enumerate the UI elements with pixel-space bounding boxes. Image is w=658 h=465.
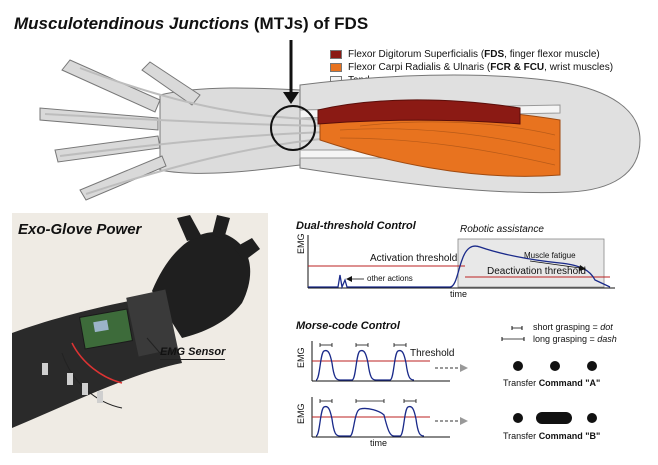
activation-threshold-label: Activation threshold [370, 253, 458, 264]
title-middle: (MTJs) of [249, 14, 335, 33]
morse-output-symbols [513, 361, 597, 424]
dot-a-2 [550, 361, 560, 371]
transfer-b-text: Transfer [503, 431, 539, 441]
morse-b-signal [315, 405, 425, 437]
command-b: Command "B" [538, 431, 601, 441]
dual-threshold-title: Dual-threshold Control [296, 220, 416, 232]
photo-title: Exo-Glove Power [18, 221, 142, 238]
transfer-a-label: Transfer Command "A" [503, 378, 600, 388]
morse-a-marks [319, 343, 407, 347]
short-grasping-text: short grasping = [533, 322, 601, 332]
tendon-2 [44, 113, 331, 127]
tendon-4 [85, 137, 331, 195]
emg-sensor-label: EMG Sensor [160, 346, 226, 360]
legend-swatch-fcr [330, 63, 342, 72]
exo-glove-drawing [12, 213, 268, 453]
dot-b-1 [513, 413, 523, 423]
finger-thumb [141, 61, 201, 106]
exo-glove-photo: Exo-Glove Power EMG Sensor [12, 213, 268, 453]
forearm-illustration [39, 40, 641, 201]
morse-a-ylabel: EMG [296, 347, 306, 368]
robotic-assistance-label: Robotic assistance [460, 224, 544, 235]
legend-rest-fcr: , wrist muscles) [544, 62, 614, 73]
morse-b-marks [319, 399, 417, 403]
wrist-strap [126, 289, 178, 357]
legend-text-fds: Flexor Digitorum Superficialis ( [348, 49, 485, 60]
tendons [44, 67, 331, 195]
finger-little [79, 155, 167, 201]
dot-a-3 [587, 361, 597, 371]
legend-swatch-fds [330, 50, 342, 59]
figure-title: Musculotendinous Junctions (MTJs) of FDS [14, 14, 368, 34]
legend-bold-fds: FDS [484, 49, 505, 60]
legend-rest-fds: , finger flexor muscle) [504, 49, 600, 60]
dual-emg-signal [308, 245, 611, 290]
tendon-1 [79, 67, 331, 121]
finger-middle [39, 107, 159, 131]
muscle-striations [339, 121, 556, 166]
long-grasping-label: long grasping = dash [533, 334, 617, 344]
morse-title: Morse-code Control [296, 320, 400, 332]
tendon-3 [59, 131, 331, 157]
robotic-assistance-box [457, 238, 605, 288]
morse-threshold-label: Threshold [410, 348, 455, 359]
title-fds: FDS [334, 14, 369, 33]
legend-text-fcr: Flexor Carpi Radialis & Ulnaris ( [348, 62, 491, 73]
morse-b-ylabel: EMG [296, 403, 306, 424]
finger-index [61, 59, 161, 113]
dual-ylabel: EMG [296, 233, 306, 254]
command-a: Command "A" [538, 378, 601, 388]
glove [152, 232, 251, 338]
legend-item-fcr: Flexor Carpi Radialis & Ulnaris (FCR & F… [330, 61, 613, 74]
mtj-arrow-head [283, 92, 299, 104]
legend-item-fds: Flexor Digitorum Superficialis (FDS, fin… [330, 48, 613, 61]
muscle-fatigue-label: Muscle fatigue [524, 251, 576, 260]
other-actions-label: other actions [367, 274, 413, 283]
short-grasping-dot: dot [600, 322, 613, 332]
transfer-b-label: Transfer Command "B" [503, 431, 600, 441]
dot-b-3 [587, 413, 597, 423]
dual-xlabel: time [450, 289, 468, 299]
deactivation-threshold-label: Deactivation threshold [487, 266, 586, 277]
hand-palm [159, 87, 301, 174]
title-italic: Musculotendinous Junctions [14, 14, 250, 33]
legend-bold-fcr: FCR & FCU [490, 62, 545, 73]
morse-key-marks [501, 326, 525, 341]
sleeve-clips [42, 363, 103, 403]
long-grasping-text: long grasping = [533, 334, 598, 344]
mtj-circle [270, 105, 316, 151]
finger-ring [54, 135, 161, 163]
short-grasping-label: short grasping = dot [533, 322, 613, 332]
morse-diagram [311, 341, 468, 438]
morse-xlabel: time [370, 438, 388, 448]
muscle-fds [317, 99, 521, 125]
morse-a-signal [315, 349, 415, 381]
dual-threshold-diagram [307, 235, 615, 290]
transfer-a-text: Transfer [503, 378, 539, 388]
long-grasping-dash: dash [597, 334, 617, 344]
dash-b-2 [536, 412, 572, 424]
dot-a-1 [513, 361, 523, 371]
